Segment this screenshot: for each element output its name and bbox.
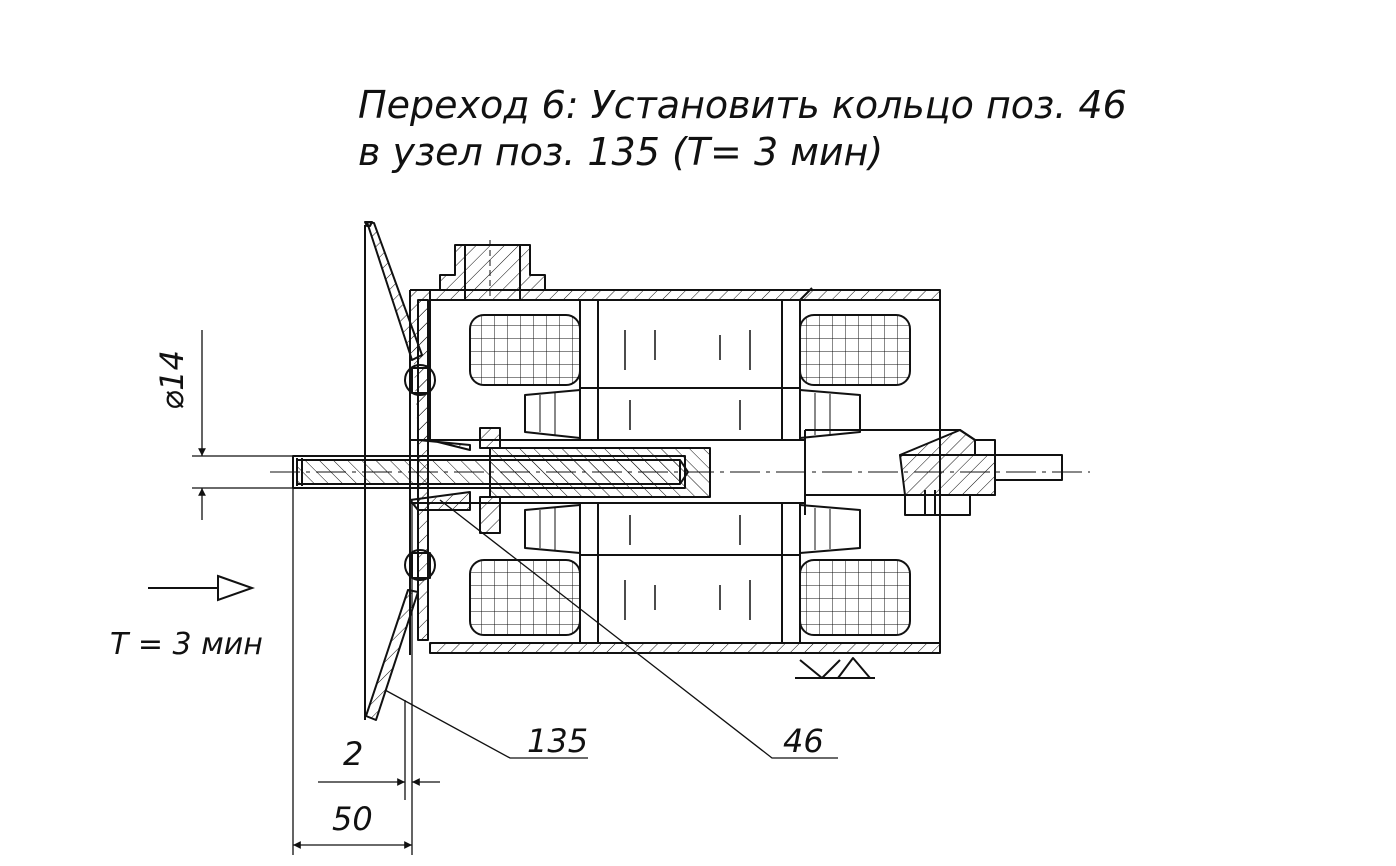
diameter-label: ⌀14 — [153, 350, 191, 410]
callout-135-label: 135 — [527, 722, 588, 760]
datum-symbol — [795, 657, 875, 679]
dimension-bottom — [292, 488, 440, 855]
callout-46 — [439, 499, 838, 759]
callout-135 — [384, 689, 588, 759]
gap-dimension-label: 2 — [343, 735, 363, 773]
title-line-1: Переход 6: Установить кольцо поз. 46 — [358, 83, 1127, 127]
stator-windings — [469, 314, 911, 636]
dimension-diameter — [192, 330, 295, 520]
insertion-arrow — [148, 574, 256, 602]
length-dimension-label: 50 — [332, 800, 373, 838]
title-block: Переход 6: Установить кольцо поз. 46 в у… — [358, 83, 1127, 174]
title-line-2: в узел поз. 135 (Т= 3 мин) — [358, 130, 883, 174]
callout-46-label: 46 — [783, 722, 824, 760]
time-note: Т = 3 мин — [110, 627, 263, 662]
